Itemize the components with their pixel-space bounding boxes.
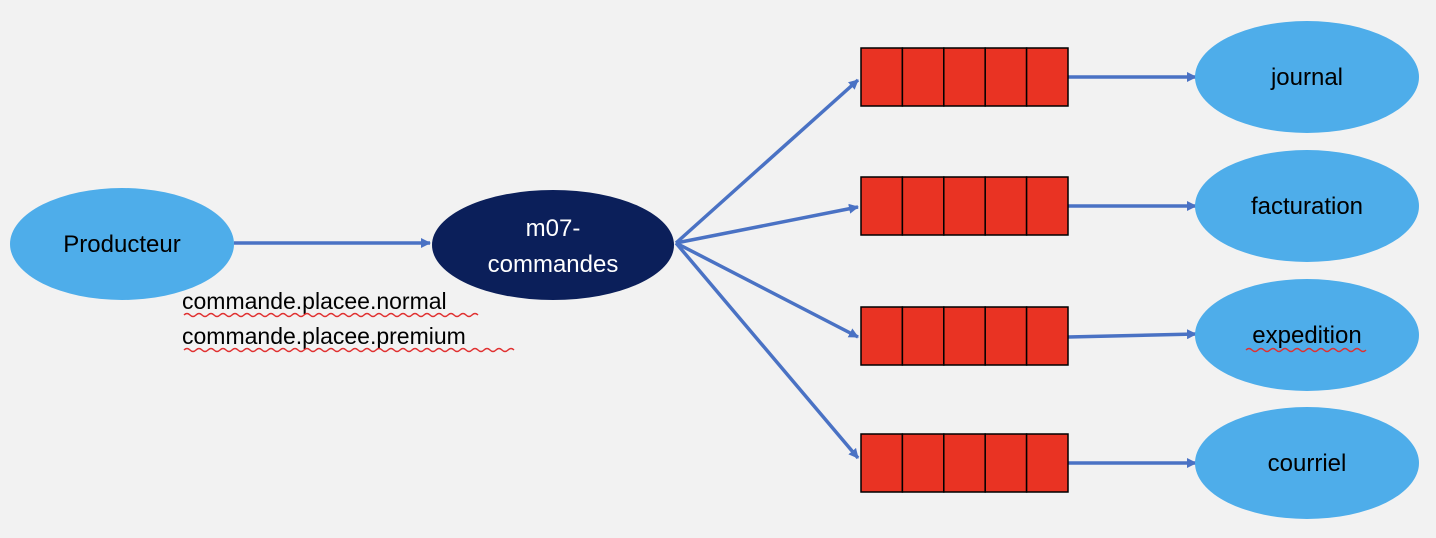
edges bbox=[234, 72, 1197, 468]
queue-1-cell-4 bbox=[984, 47, 1028, 107]
exchange-label-line1: m07- bbox=[526, 215, 581, 242]
queue-2-cell-3 bbox=[943, 176, 986, 236]
consumer-journal-ellipse bbox=[1195, 21, 1419, 133]
queue-2-cell-1 bbox=[860, 176, 904, 236]
spellcheck-underline-premium bbox=[183, 347, 515, 353]
queue-3-cell-1 bbox=[860, 306, 904, 366]
consumer-facturation: facturation bbox=[1195, 150, 1419, 262]
edge-exchange-to-queue-2 bbox=[675, 203, 859, 245]
queue-2 bbox=[860, 176, 1069, 236]
exchange-node: m07- commandes bbox=[432, 190, 674, 300]
queue-1 bbox=[860, 47, 1069, 107]
queue-4-cell-4 bbox=[984, 433, 1028, 493]
routing-keys: commande.placee.normal commande.placee.p… bbox=[182, 288, 515, 353]
queue-4-cell-5 bbox=[1025, 433, 1069, 493]
queue-2-cell-2 bbox=[901, 176, 945, 236]
queue-4-cell-2 bbox=[901, 433, 945, 493]
consumer-expedition: expedition bbox=[1195, 279, 1419, 391]
exchange-label-line2: commandes bbox=[488, 251, 619, 278]
queue-1-cell-3 bbox=[943, 47, 986, 107]
consumer-facturation-label: facturation bbox=[1251, 193, 1363, 220]
queue-3-cell-5 bbox=[1025, 306, 1069, 366]
routing-key-normal: commande.placee.normal bbox=[182, 288, 447, 314]
consumer-expedition-label: expedition bbox=[1252, 322, 1361, 349]
queue-3 bbox=[860, 306, 1069, 366]
queue-4-cell-3 bbox=[943, 433, 986, 493]
exchange-ellipse bbox=[432, 190, 674, 300]
spellcheck-underline-expedition bbox=[1245, 347, 1367, 353]
consumer-courriel-ellipse bbox=[1195, 407, 1419, 519]
queue-3-cell-3 bbox=[943, 306, 986, 366]
consumer-journal: journal bbox=[1195, 21, 1419, 133]
edge-queue-3-to-expedition bbox=[1067, 329, 1197, 340]
edge-exchange-to-queue-4 bbox=[674, 241, 860, 460]
spellcheck-underline-normal bbox=[183, 312, 479, 318]
routing-key-premium: commande.placee.premium bbox=[182, 323, 466, 349]
queue-2-cell-5 bbox=[1025, 176, 1069, 236]
consumer-courriel-label: courriel bbox=[1268, 450, 1347, 477]
consumer-courriel: courriel bbox=[1195, 407, 1419, 519]
queue-3-cell-4 bbox=[984, 306, 1028, 366]
consumer-expedition-ellipse bbox=[1195, 279, 1419, 391]
queue-1-cell-1 bbox=[860, 47, 904, 107]
consumer-journal-label: journal bbox=[1270, 64, 1343, 91]
queue-2-cell-4 bbox=[984, 176, 1028, 236]
edge-exchange-to-queue-1 bbox=[674, 78, 860, 245]
producer-node: Producteur bbox=[10, 188, 234, 300]
producer-ellipse bbox=[10, 188, 234, 300]
queue-4-cell-1 bbox=[860, 433, 904, 493]
consumer-facturation-ellipse bbox=[1195, 150, 1419, 262]
edge-exchange-to-queue-3 bbox=[675, 241, 859, 339]
producer-label: Producteur bbox=[63, 231, 180, 258]
queue-3-cell-2 bbox=[901, 306, 945, 366]
queue-4 bbox=[860, 433, 1069, 493]
queue-1-cell-5 bbox=[1025, 47, 1069, 107]
queue-1-cell-2 bbox=[901, 47, 945, 107]
